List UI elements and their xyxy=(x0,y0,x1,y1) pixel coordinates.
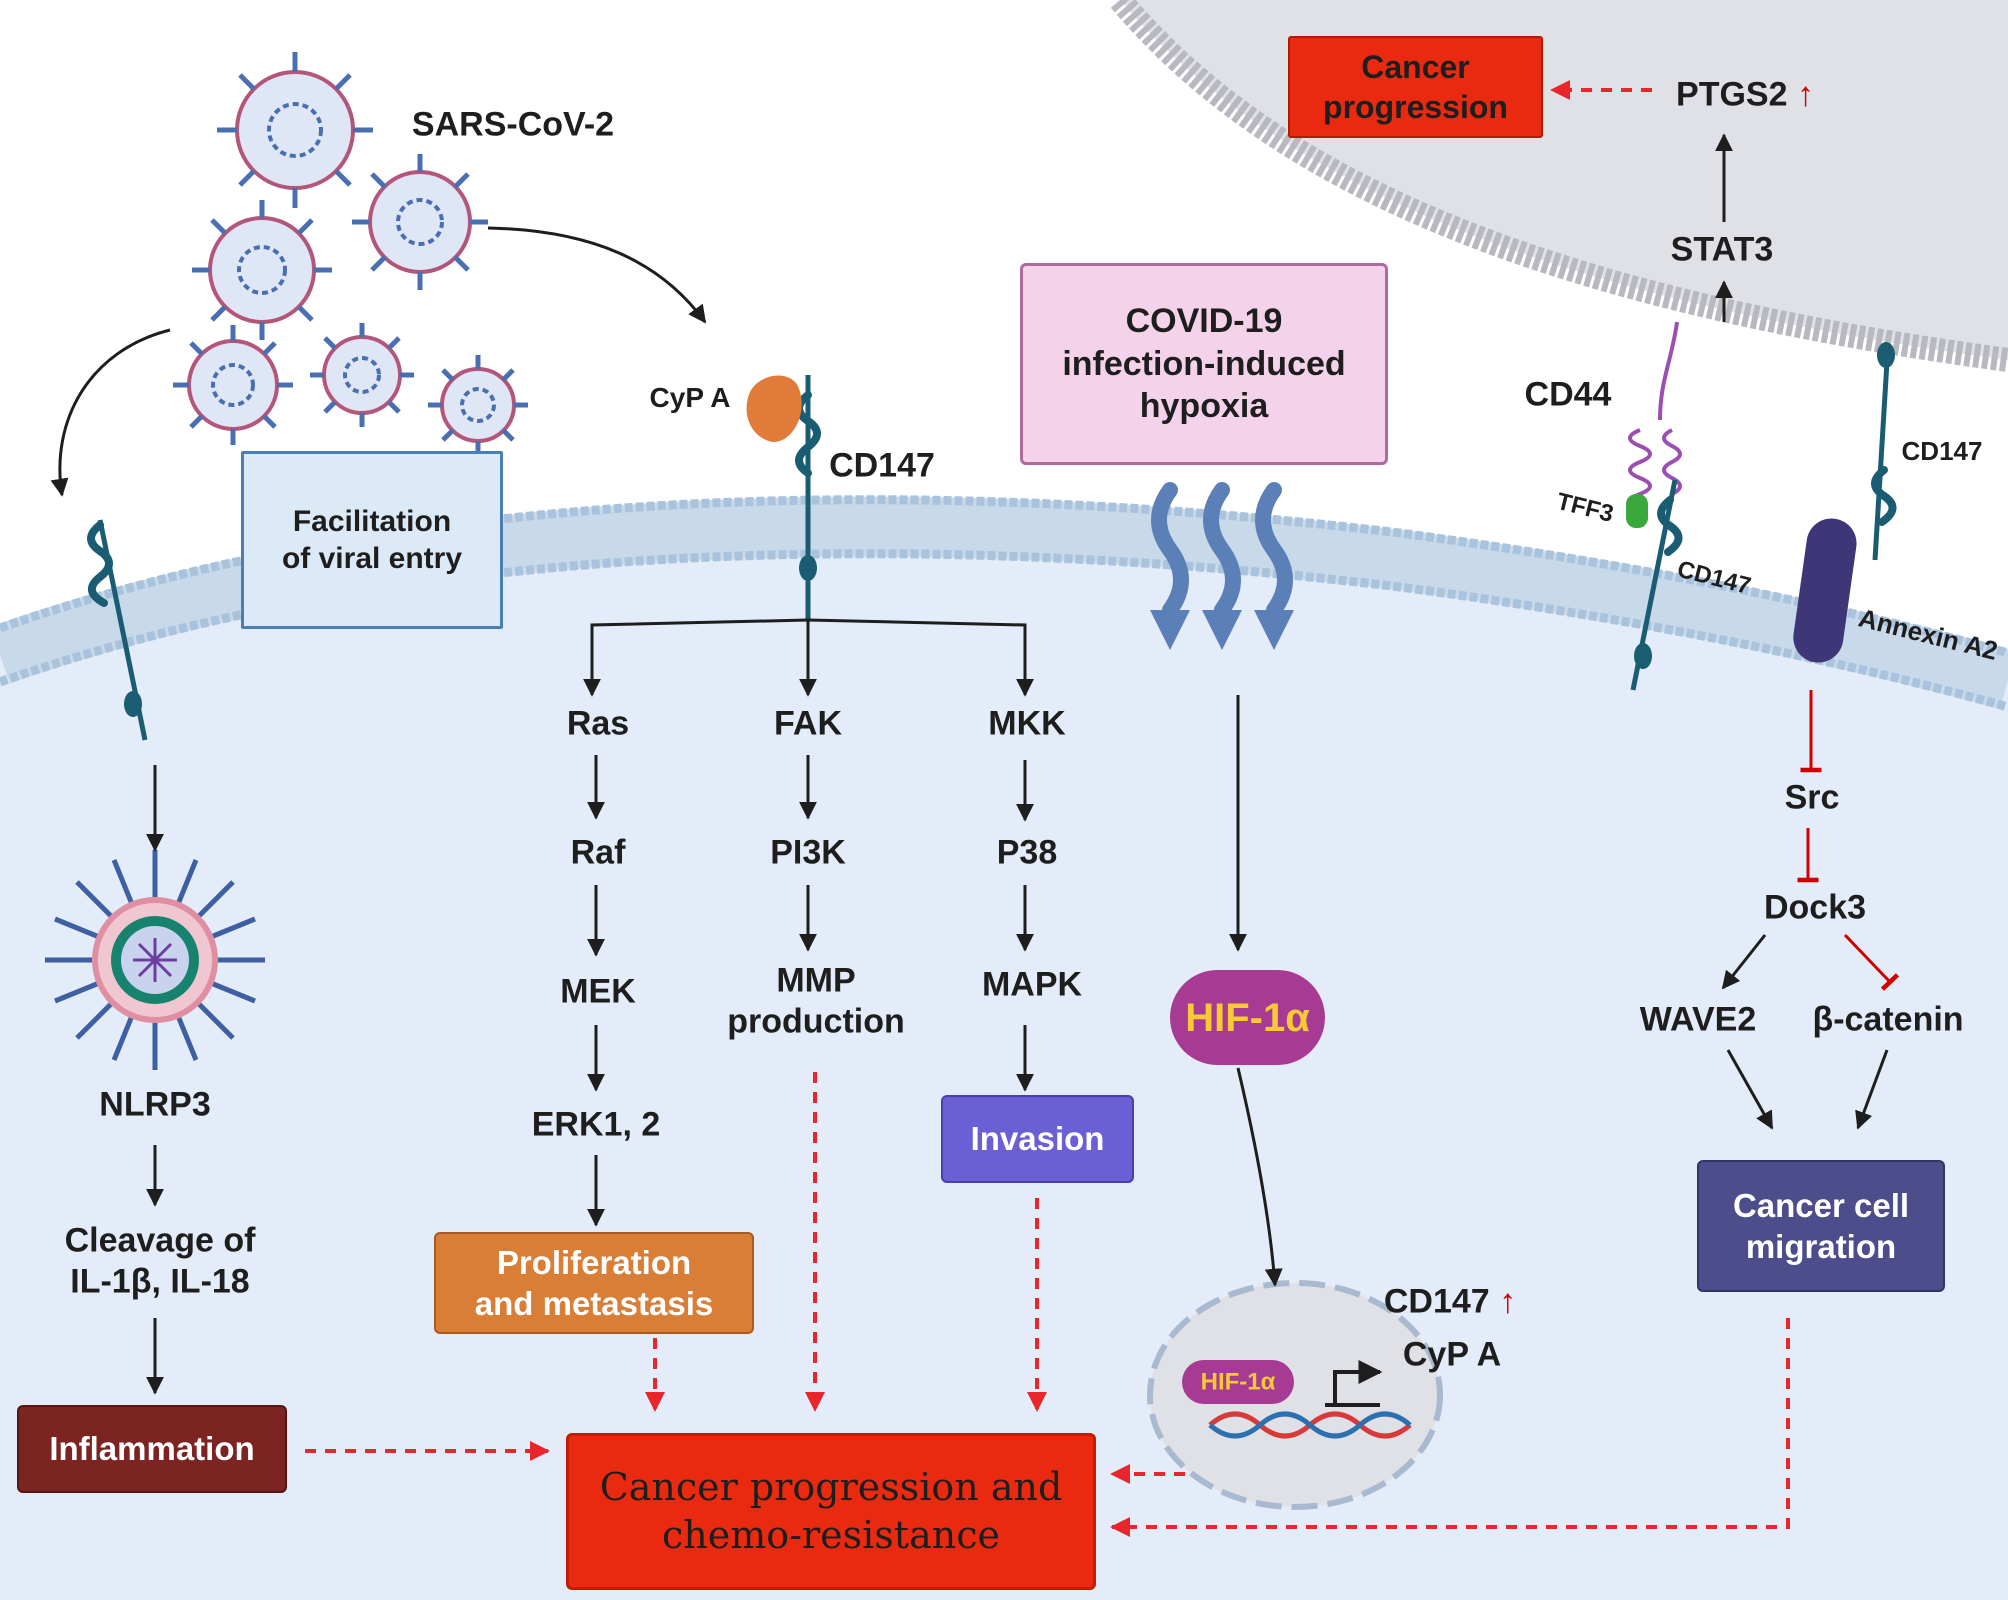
ptgs2-up-arrow: ↑ xyxy=(1796,75,1814,114)
viral-entry-line2: of viral entry xyxy=(281,542,463,575)
dash-migration-cancer xyxy=(1110,1318,1790,1537)
virus-particles xyxy=(173,52,528,455)
mmp-label: MMP production xyxy=(727,961,905,1044)
proliferation-line1: Proliferation xyxy=(496,1243,692,1281)
inflammation-label: Inflammation xyxy=(49,1430,255,1468)
mmp-line1: MMP xyxy=(776,961,856,1000)
raf-label: Raf xyxy=(570,833,626,872)
cd147-annexin-complex xyxy=(1793,342,1897,663)
arrow-hif-nucleus xyxy=(1236,1067,1283,1287)
inflammation-box: Inflammation xyxy=(17,1405,287,1493)
hif-pill: HIF-1α xyxy=(1170,970,1325,1065)
mmp-line2: production xyxy=(727,1003,905,1041)
hypoxia-line1: COVID-19 xyxy=(1125,302,1283,341)
pathway-arrows-black xyxy=(146,133,1889,1395)
arrow-dock3-wave2 xyxy=(1721,934,1767,990)
hypoxia-box: COVID-19 infection-induced hypoxia xyxy=(1020,263,1388,465)
nlrp3-label: NLRP3 xyxy=(99,1085,211,1124)
migration-line1: Cancer cell xyxy=(1732,1186,1910,1224)
migration-box: Cancer cell migration xyxy=(1697,1160,1945,1292)
fak-label: FAK xyxy=(774,704,842,743)
cypa-top-label: CyP A xyxy=(649,381,731,413)
virus-1 xyxy=(217,52,373,208)
left-receptor xyxy=(87,519,148,741)
cypa-nucleus-label: CyP A xyxy=(1402,1335,1502,1374)
virus-6 xyxy=(428,355,528,455)
virus-5 xyxy=(310,323,414,427)
hif-pill-label: HIF-1α xyxy=(1185,995,1310,1040)
migration-line2: migration xyxy=(1745,1228,1897,1265)
inhibition-lines xyxy=(1797,690,1900,991)
cd147-center-label: CD147 xyxy=(829,446,935,485)
cancer-progression-line2: progression xyxy=(1323,89,1508,125)
cd147-right-label: CD147 xyxy=(1901,436,1983,467)
ptgs2-label: PTGS2 ↑ xyxy=(1676,74,1814,115)
cd147-center-receptor xyxy=(746,375,821,620)
cleavage-line1: Cleavage of xyxy=(64,1221,256,1260)
invasion-box: Invasion xyxy=(941,1095,1134,1183)
cancer-progression-line1: Cancer xyxy=(1361,49,1470,85)
stat3-label: STAT3 xyxy=(1670,230,1774,269)
hif-small-label: HIF-1α xyxy=(1200,1368,1276,1396)
ras-label: Ras xyxy=(566,704,630,743)
erk-label: ERK1, 2 xyxy=(531,1105,661,1144)
src-label: Src xyxy=(1784,778,1840,817)
mapk-label: MAPK xyxy=(981,965,1083,1004)
proliferation-line2: and metastasis xyxy=(474,1285,714,1322)
cancer-progression-box: Cancer progression xyxy=(1288,36,1543,138)
arrow-virus-to-cd147 xyxy=(487,226,707,324)
invasion-label: Invasion xyxy=(970,1120,1105,1158)
hypoxia-line2: infection-induced xyxy=(1062,344,1346,383)
nucleus-inner xyxy=(1147,1280,1443,1510)
cd44-tff3-cd147-complex xyxy=(1626,321,1683,691)
virus-3 xyxy=(192,200,332,340)
viral-entry-line1: Facilitation xyxy=(292,504,452,538)
proliferation-box: Proliferation and metastasis xyxy=(434,1232,754,1334)
arrow-virus-to-left-receptor xyxy=(50,328,171,497)
cleavage-line2: IL-1β, IL-18 xyxy=(70,1263,250,1301)
arrow-catenin-migration xyxy=(1855,1049,1889,1130)
sars-cov2-label: SARS-CoV-2 xyxy=(411,105,615,144)
virus-2 xyxy=(352,154,488,290)
p38-label: P38 xyxy=(996,833,1058,872)
mek-label: MEK xyxy=(560,972,636,1011)
hypoxia-wavy-arrows xyxy=(1150,482,1294,650)
arrow-wave2-migration xyxy=(1726,1049,1774,1130)
cd147-nucleus-text: CD147 xyxy=(1383,1282,1490,1321)
cd147-nucleus-up-arrow: ↑ xyxy=(1499,1282,1517,1321)
pi3k-label: PI3K xyxy=(770,833,846,872)
wave2-label: WAVE2 xyxy=(1639,1000,1757,1039)
inhibit-dock3-catenin xyxy=(1843,933,1900,991)
virus-4 xyxy=(173,325,293,445)
cd147-nucleus-label: CD147 ↑ xyxy=(1384,1281,1516,1322)
cypa-protein-shape xyxy=(746,375,802,442)
cancer-main-line2: chemo-resistance xyxy=(662,1512,1000,1557)
cancer-main-line1: Cancer progression and xyxy=(599,1465,1063,1509)
nuclear-envelope xyxy=(1110,0,2008,372)
cleavage-label: Cleavage of IL-1β, IL-18 xyxy=(65,1221,256,1304)
nlrp3-inflammasome xyxy=(45,850,265,1070)
mkk-label: MKK xyxy=(988,704,1066,743)
viral-entry-box: Facilitation of viral entry xyxy=(241,451,503,629)
cd44-label: CD44 xyxy=(1524,375,1612,414)
ptgs2-text: PTGS2 xyxy=(1676,75,1788,114)
dock3-label: Dock3 xyxy=(1763,888,1867,927)
cancer-main-box: Cancer progression and chemo-resistance xyxy=(566,1433,1096,1590)
beta-catenin-label: β-catenin xyxy=(1812,1000,1964,1039)
hypoxia-line3: hypoxia xyxy=(1139,387,1269,426)
dashed-arrows-red xyxy=(305,80,1790,1537)
